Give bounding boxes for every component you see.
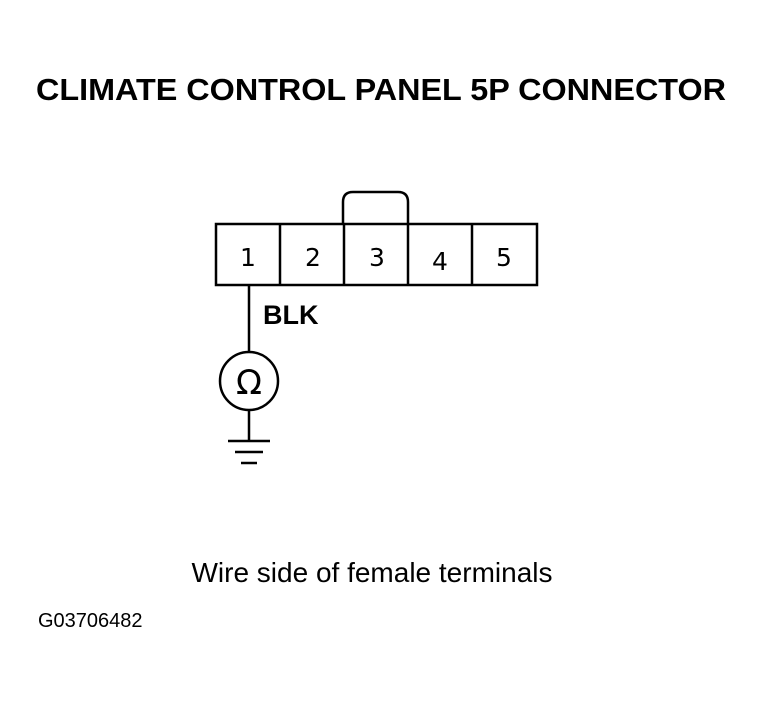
diagram-title: CLIMATE CONTROL PANEL 5P CONNECTOR [36, 72, 726, 107]
caption: Wire side of female terminals [191, 557, 552, 588]
pin-2-label: 2 [305, 243, 321, 272]
pin-3-label: 3 [369, 243, 385, 272]
pin-4-label: 4 [432, 247, 448, 276]
connector-lock-tab [341, 190, 410, 224]
connector-body [214, 222, 539, 287]
pin-1-label: 1 [240, 243, 256, 272]
wire-color-label: BLK [263, 300, 319, 330]
ohm-symbol: Ω [236, 363, 262, 403]
ohmmeter-icon: Ω [218, 350, 280, 412]
figure-id: G03706482 [38, 610, 143, 632]
pin-5-label: 5 [496, 243, 512, 272]
ground-icon [228, 439, 270, 465]
